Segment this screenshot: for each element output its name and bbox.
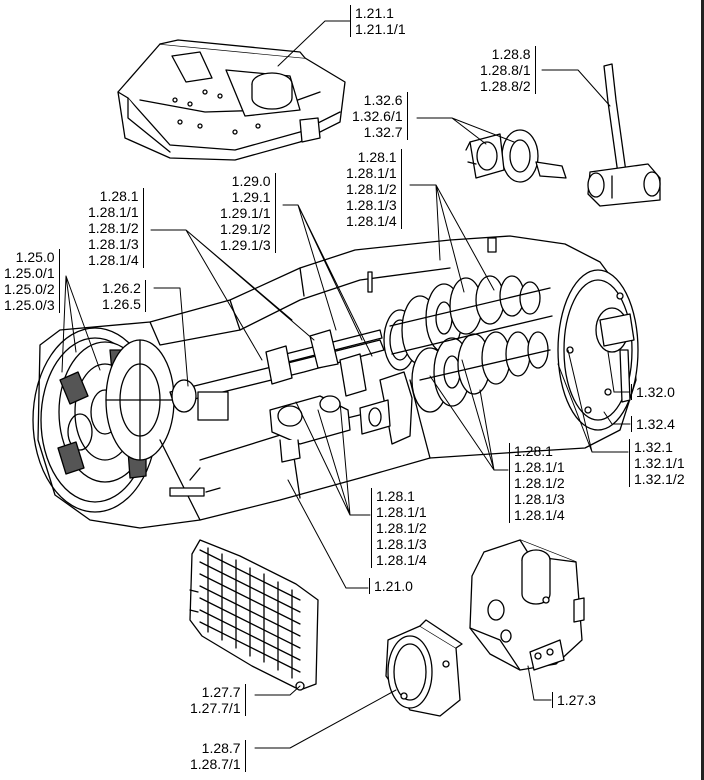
pipe-part — [587, 63, 661, 207]
callout-label: 1.21.0 — [369, 578, 413, 594]
callout-line: 1.25.0/2 — [4, 281, 55, 297]
valve-body-part — [469, 539, 585, 671]
callout-line: 1.29.0 — [231, 173, 271, 189]
rear-cover-part — [557, 269, 639, 431]
callout-line: 1.28.1/2 — [346, 181, 397, 197]
callout-line: 1.29.1/3 — [220, 237, 271, 253]
callout-label: 1.28.1 1.28.1/1 1.28.1/2 1.28.1/3 1.28.1… — [88, 188, 144, 268]
callout-label: 1.32.4 — [631, 416, 675, 432]
fork-part — [465, 129, 567, 183]
callout-label: 1.28.1 1.28.1/1 1.28.1/2 1.28.1/3 1.28.1… — [346, 149, 402, 229]
callout-line: 1.32.4 — [636, 416, 675, 432]
callout-label: 1.27.7 1.27.7/1 — [190, 684, 246, 716]
callout-line: 1.28.1/2 — [88, 220, 139, 236]
top-cover-part — [117, 39, 346, 161]
callout-label: 1.28.7 1.28.7/1 — [190, 740, 246, 772]
callout-line: 1.25.0/1 — [4, 265, 55, 281]
callout-line: 1.32.1/2 — [634, 471, 685, 487]
callout-line: 1.28.8/1 — [480, 62, 531, 78]
callout-label: 1.26.2 1.26.5 — [102, 280, 146, 312]
callout-line: 1.27.7 — [201, 684, 241, 700]
callout-line: 1.29.1/1 — [220, 205, 271, 221]
callout-line: 1.29.1 — [231, 189, 271, 205]
callout-label: 1.32.0 — [631, 384, 675, 400]
callout-line: 1.28.1/4 — [88, 252, 139, 268]
callout-label: 1.28.1 1.28.1/1 1.28.1/2 1.28.1/3 1.28.1… — [509, 443, 565, 523]
callout-line: 1.28.1/4 — [346, 213, 397, 229]
callout-line: 1.28.1/1 — [376, 504, 427, 520]
callout-line: 1.28.7/1 — [190, 756, 241, 772]
callout-line: 1.28.8 — [491, 46, 531, 62]
callout-label: 1.32.6 1.32.6/1 1.32.7 — [352, 92, 408, 140]
callout-label: 1.27.3 — [552, 692, 596, 708]
callout-line: 1.28.1/3 — [346, 197, 397, 213]
callout-line: 1.32.6/1 — [352, 108, 403, 124]
callout-line: 1.27.7/1 — [190, 700, 241, 716]
callout-line: 1.28.1/2 — [376, 520, 427, 536]
callout-label: 1.29.0 1.29.1 1.29.1/1 1.29.1/2 1.29.1/3 — [220, 173, 276, 253]
callout-line: 1.28.1/3 — [514, 491, 565, 507]
callout-line: 1.28.1 — [357, 149, 397, 165]
frame-edge — [701, 0, 704, 780]
callout-line: 1.28.1/1 — [88, 204, 139, 220]
callout-line: 1.25.0/3 — [4, 297, 55, 313]
callout-label: 1.25.0 1.25.0/1 1.25.0/2 1.25.0/3 — [4, 249, 60, 313]
callout-line: 1.28.8/2 — [480, 78, 531, 94]
seal-ring-part — [385, 619, 463, 717]
callout-line: 1.26.2 — [102, 280, 141, 296]
callout-line: 1.26.5 — [102, 296, 141, 312]
callout-line: 1.28.7 — [201, 740, 241, 756]
callout-line: 1.32.1 — [634, 439, 673, 455]
oil-cooler-part — [189, 539, 319, 691]
callout-line: 1.21.0 — [374, 578, 413, 594]
gear-cluster-part — [383, 275, 553, 413]
callout-line: 1.32.0 — [636, 384, 675, 400]
callout-label: 1.28.8 1.28.8/1 1.28.8/2 — [480, 46, 536, 94]
callout-line: 1.27.3 — [557, 692, 596, 708]
callout-line: 1.28.1 — [376, 488, 415, 504]
callout-line: 1.29.1/2 — [220, 221, 271, 237]
callout-line: 1.21.1/1 — [355, 21, 406, 37]
leader-lines — [61, 20, 631, 749]
callout-line: 1.28.1 — [514, 443, 553, 459]
callout-line: 1.21.1 — [355, 5, 394, 21]
callout-line: 1.28.1 — [99, 188, 139, 204]
callout-line: 1.28.1/3 — [88, 236, 139, 252]
callout-line: 1.28.1/1 — [346, 165, 397, 181]
callout-line: 1.32.1/1 — [634, 455, 685, 471]
callout-line: 1.28.1/4 — [376, 552, 427, 568]
callout-line: 1.25.0 — [15, 249, 55, 265]
callout-line: 1.28.1/3 — [376, 536, 427, 552]
callout-line: 1.32.6 — [363, 92, 403, 108]
selector-forks-part — [265, 329, 413, 463]
callout-line: 1.28.1/2 — [514, 475, 565, 491]
callout-label: 1.32.1 1.32.1/1 1.32.1/2 — [629, 439, 685, 487]
callout-label: 1.28.1 1.28.1/1 1.28.1/2 1.28.1/3 1.28.1… — [371, 488, 427, 568]
callout-line: 1.28.1/4 — [514, 507, 565, 523]
callout-line: 1.32.7 — [363, 124, 403, 140]
callout-label: 1.21.1 1.21.1/1 — [350, 5, 406, 37]
callout-line: 1.28.1/1 — [514, 459, 565, 475]
